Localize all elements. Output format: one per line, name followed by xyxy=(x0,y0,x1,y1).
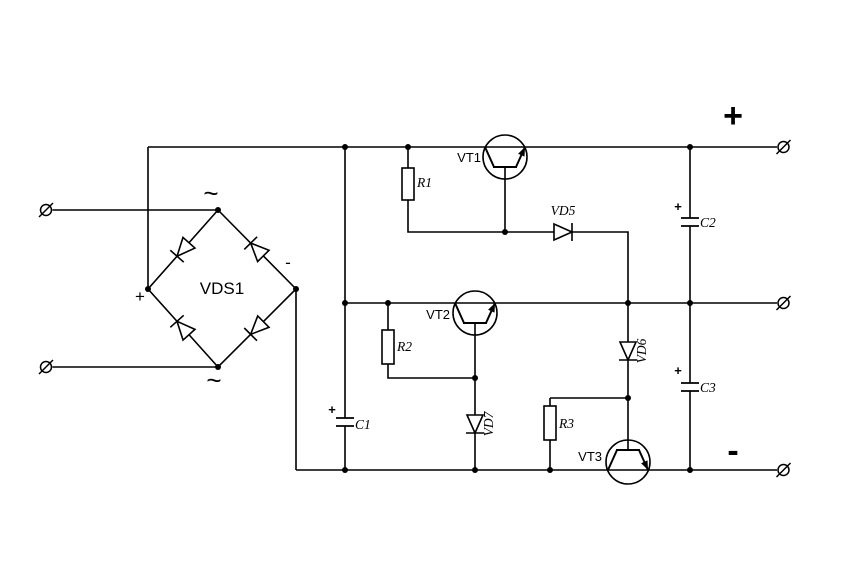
vd5-label: VD5 xyxy=(551,203,576,218)
vt3-emitter-arrow-icon xyxy=(641,460,648,470)
vt3-body xyxy=(605,439,651,485)
r2-label: R2 xyxy=(396,339,412,354)
transistor-vt1: VT1 xyxy=(457,134,528,180)
junction-dot xyxy=(687,144,693,150)
output-plus-label: + xyxy=(723,97,743,135)
junction-dot xyxy=(385,300,391,306)
r2-body xyxy=(381,329,395,365)
c2-plates xyxy=(681,217,699,227)
resistor-r3: R3 xyxy=(543,405,574,441)
diode-vd6: VD6 xyxy=(618,338,649,363)
vd6-label: VD6 xyxy=(634,338,649,363)
capacitor-c3: + C3 xyxy=(674,363,716,395)
c3-label: C3 xyxy=(700,380,716,395)
vt2-label: VT2 xyxy=(426,307,450,322)
c1-label: C1 xyxy=(355,417,371,432)
junction-dot xyxy=(687,300,693,306)
junction-dot xyxy=(145,286,151,292)
vt3-label: VT3 xyxy=(578,449,602,464)
junction-dot xyxy=(293,286,299,292)
bridge-rectifier: VDS1 ~ ~ + - xyxy=(135,178,291,395)
transistor-vt2: VT2 xyxy=(426,290,498,336)
junction-dot xyxy=(687,467,693,473)
vt1-label: VT1 xyxy=(457,150,481,165)
junction-dot xyxy=(472,375,478,381)
output-minus-label: - xyxy=(727,432,738,470)
junction-dot xyxy=(547,467,553,473)
junction-dot xyxy=(502,229,508,235)
c2-label: C2 xyxy=(700,215,716,230)
junction-dot xyxy=(215,207,221,213)
junction-dot xyxy=(342,144,348,150)
capacitor-c1: + C1 xyxy=(328,402,371,432)
junction-dot xyxy=(625,300,631,306)
r1-label: R1 xyxy=(416,175,432,190)
vt2-emitter-arrow-icon xyxy=(488,303,495,313)
r1-body xyxy=(401,167,415,201)
bridge-plus-label: + xyxy=(135,287,145,306)
junction-dots xyxy=(145,144,693,473)
diode-vd7: VD7 xyxy=(465,410,496,436)
vt2-body xyxy=(452,290,498,336)
c3-plates xyxy=(681,382,699,392)
c1-plates xyxy=(336,417,354,427)
resistor-r1: R1 xyxy=(401,167,432,201)
transistor-vt3: VT3 xyxy=(578,439,651,485)
bridge-label: VDS1 xyxy=(200,279,244,298)
bridge-ac-bottom-label: ~ xyxy=(206,365,221,395)
c1-polarity-label: + xyxy=(328,402,336,417)
r3-label: R3 xyxy=(558,416,574,431)
bridge-minus-label: - xyxy=(285,253,291,272)
r3-body xyxy=(543,405,557,441)
capacitor-c2: + C2 xyxy=(674,199,716,230)
resistor-r2: R2 xyxy=(381,329,412,365)
vd7-label: VD7 xyxy=(481,410,496,436)
junction-dot xyxy=(472,467,478,473)
junction-dot xyxy=(405,144,411,150)
junction-dot xyxy=(342,300,348,306)
diode-vd5: VD5 xyxy=(551,203,576,242)
junction-dot xyxy=(215,364,221,370)
vt1-body xyxy=(482,134,528,180)
c2-polarity-label: + xyxy=(674,199,682,214)
bridge-ac-top-label: ~ xyxy=(203,178,218,208)
c3-polarity-label: + xyxy=(674,363,682,378)
junction-dot xyxy=(342,467,348,473)
junction-dot xyxy=(625,395,631,401)
vt1-emitter-arrow-icon xyxy=(518,147,525,157)
